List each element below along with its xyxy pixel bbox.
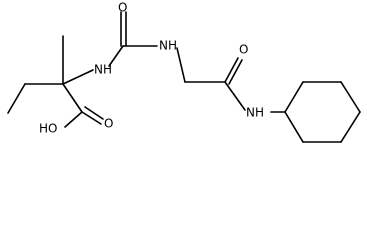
atom-label-o-carboxyl: O	[104, 117, 113, 131]
ring-bond-3	[340, 81, 361, 113]
bond-nh1-urea-c	[108, 45, 124, 67]
bond-amide-c-o-2	[228, 59, 243, 85]
molecule-drawing: HO O NH O NH O NH	[7, 1, 361, 143]
atom-label-nh-2: NH	[159, 39, 177, 53]
atom-label-o-urea: O	[118, 1, 127, 15]
atom-label-nh-3: NH	[246, 106, 264, 120]
atom-label-o-amide: O	[239, 43, 248, 57]
bond-cooh-o-2	[84, 106, 104, 120]
bond-amide-c-o-1	[224, 57, 239, 83]
ring-bond-4	[340, 111, 361, 143]
bond-amide-c-nh3	[224, 81, 246, 111]
bond-c-nh1	[62, 69, 94, 85]
bond-cooh-o-1	[81, 111, 102, 125]
bond-cooh-oh	[64, 111, 83, 128]
bond-ethyl-ch3	[7, 83, 26, 114]
bond-c-cooh	[62, 83, 83, 113]
atom-label-nh-1: NH	[94, 63, 112, 77]
ring-bond-1	[284, 81, 304, 113]
bond-nh2-ch2	[176, 47, 186, 83]
atom-label-oh: HO	[39, 122, 57, 136]
ring-bond-6	[284, 111, 304, 143]
structure-canvas: HO O NH O NH O NH	[7, 0, 361, 143]
